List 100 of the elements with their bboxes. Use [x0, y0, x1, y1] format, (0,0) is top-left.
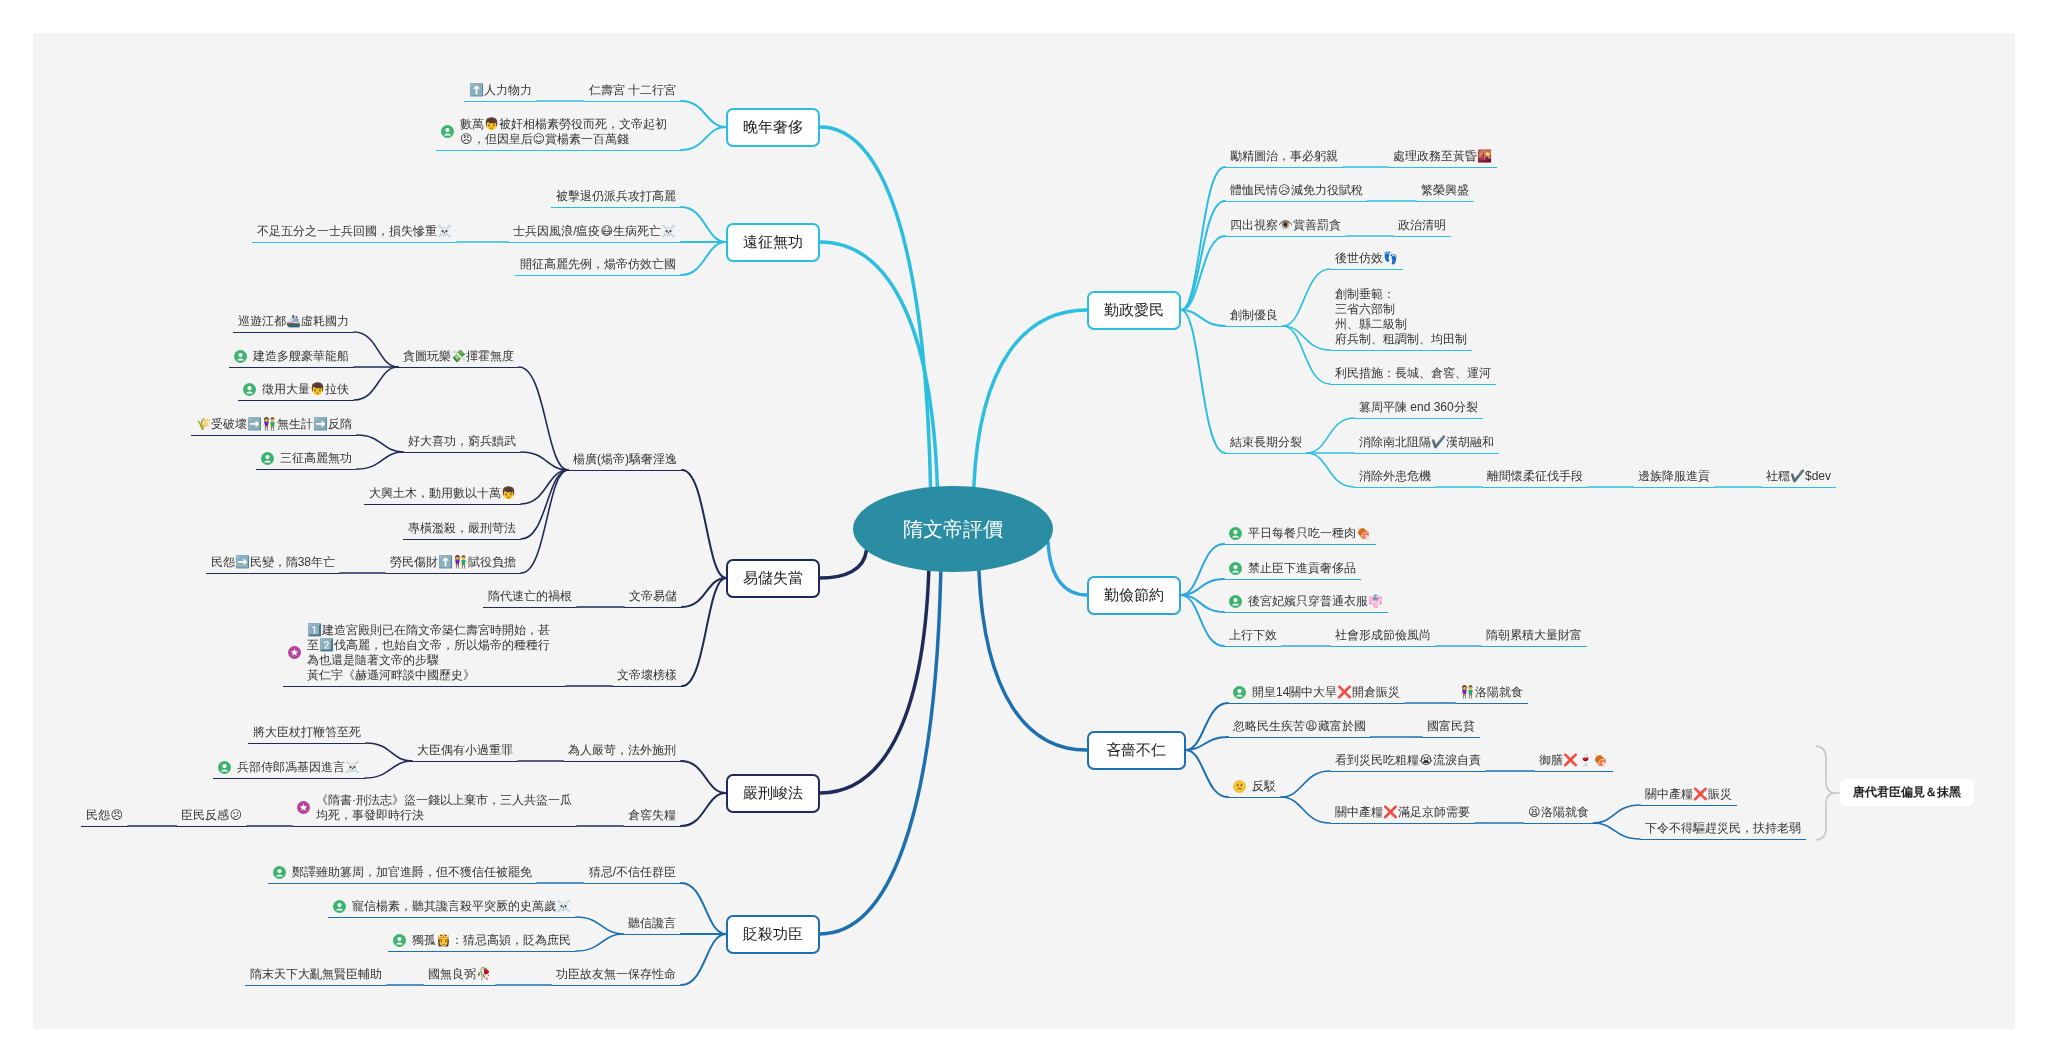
branch-topic — [1393, 217, 1451, 237]
branch-line — [1342, 166, 1389, 168]
topic-text: 消除南北阻隔✔漢胡融和 — [1359, 434, 1494, 450]
branch-topic — [229, 348, 354, 368]
branch-topic — [81, 807, 128, 827]
topic-text: 國無良弼🥀 — [428, 966, 491, 982]
branch-line — [536, 100, 585, 102]
topic-text: 🌾受破壞➡👫無生計➡反隋 — [196, 416, 352, 432]
branch-topic — [1224, 525, 1376, 545]
branch-topic — [1330, 365, 1496, 385]
branch-line — [1345, 235, 1394, 237]
branch-line — [339, 572, 386, 574]
topic-text: 創制垂範： — [1335, 286, 1396, 302]
branch-line — [680, 792, 727, 827]
branch-line — [1282, 325, 1331, 351]
branch-topic — [1330, 752, 1487, 772]
topic-text: 結束長期分裂 — [1230, 434, 1302, 450]
branch-topic — [583, 82, 681, 102]
branch-line — [818, 569, 943, 936]
topic-text: 1⃣建造宮殿則已在隋文帝築仁壽宮時開始，甚至2⃣伐高麗，也始自文帝，所以煬帝的種種行為也還是隨著文帝的步驟 — [307, 622, 551, 668]
branch-topic — [1330, 250, 1403, 270]
branch-line — [818, 240, 940, 489]
topic-text: 大興土木，動用數以十萬👦 — [369, 485, 516, 501]
topic-text: 後世仿效👣 — [1335, 250, 1398, 266]
branch-topic — [1330, 627, 1436, 647]
branch-topic — [233, 313, 354, 333]
branch-line — [1180, 594, 1225, 647]
branch-topic — [213, 759, 365, 779]
branch-topic — [1225, 307, 1283, 327]
topic-text: 民怨➡民變，隋38年亡 — [210, 554, 335, 570]
topic-text: 被擊退仍派兵攻打高麗 — [556, 188, 676, 204]
topic-text: 鄭譯雖助篡周，加官進爵，但不獲信任被罷免 — [292, 864, 532, 880]
branch-line — [818, 548, 869, 580]
branch-topic — [256, 450, 357, 470]
branch-topic — [551, 188, 681, 208]
topic-text: 三征高麗無功 — [280, 450, 352, 466]
branch-topic — [1523, 804, 1594, 824]
topic-text: 篡周平陳 end 360分裂 — [1359, 399, 1478, 415]
branch-topic — [1761, 468, 1837, 488]
branch-line — [1046, 540, 1089, 597]
branch-line — [1714, 486, 1762, 488]
topic-text: 禁止臣下進貢奢侈品 — [1248, 560, 1356, 576]
branch-topic — [1416, 182, 1474, 202]
topic-text: 勞民傷財⬆👫賦役負擔 — [390, 554, 516, 570]
topic-text: 離間懷柔征伐手段 — [1487, 468, 1583, 484]
branch-topic — [176, 807, 247, 827]
branch-line — [576, 606, 625, 608]
branch-topic — [403, 520, 521, 540]
topic-text: 社穩✔$dev — [1766, 468, 1832, 484]
topic-text: 消除外患危機 — [1359, 468, 1431, 484]
branch-topic — [568, 451, 682, 471]
topic-text: 功臣故友無一保存性命 — [556, 966, 676, 982]
branch-line — [1280, 796, 1331, 824]
topic-text: 兵部侍郎馮基因進言☠ — [237, 759, 360, 775]
branch-topic — [1640, 786, 1737, 806]
topic-text: 創制優良 — [1230, 307, 1278, 323]
branch-topic — [1225, 182, 1368, 202]
branch-topic — [205, 554, 340, 574]
branch-line — [972, 308, 1089, 489]
topic-text: 關中產糧❌滿足京師需要 — [1335, 804, 1470, 820]
branch-line — [575, 933, 624, 952]
branch-topic — [1633, 468, 1715, 488]
topic-text: 看到災民吃粗糧😭流淚自責 — [1335, 752, 1482, 768]
branch-line — [386, 984, 424, 986]
summary-box: 唐代君臣偏見＆抹黑 — [1840, 778, 1974, 806]
branch-topic — [252, 223, 457, 243]
branch-line — [680, 241, 727, 276]
topic-text: 猜忌/不信任群臣 — [588, 864, 676, 880]
branch-topic — [283, 622, 566, 687]
branch-topic — [1388, 148, 1497, 168]
branch-line — [1485, 770, 1535, 772]
branch-topic — [1534, 752, 1613, 772]
topic-text: 國富民貧 — [1427, 718, 1475, 734]
branch-line — [681, 577, 727, 687]
branch-line — [246, 825, 293, 827]
topic-text: 徵用大量👦拉伕 — [262, 381, 349, 397]
topic-text: 好大喜功，窮兵黷武 — [408, 433, 516, 449]
branch-topic — [388, 932, 576, 952]
branch-line — [1435, 486, 1483, 488]
topic-box: 嚴刑峻法 — [726, 773, 820, 813]
branch-topic — [1224, 560, 1361, 580]
branch-line — [1180, 309, 1226, 454]
branch-line — [495, 984, 552, 986]
branch-topic — [1455, 684, 1528, 704]
topic-text: 邊族降服進貢 — [1638, 468, 1710, 484]
branch-topic — [1330, 286, 1472, 351]
topic-box: 勤政愛民 — [1087, 290, 1181, 330]
topic-text: 州、縣二級制 — [1335, 316, 1408, 332]
branch-line — [681, 577, 727, 608]
branch-line — [1180, 235, 1226, 311]
branch-topic — [245, 966, 387, 986]
branch-line — [680, 933, 727, 986]
topic-text: 文帝壞榜樣 — [617, 667, 677, 683]
branch-line — [1180, 309, 1226, 327]
branch-line — [456, 241, 509, 243]
branch-topic — [1354, 434, 1499, 454]
branch-line — [1587, 486, 1634, 488]
branch-topic — [403, 433, 521, 453]
branch-topic — [508, 223, 681, 243]
topic-text: 開征高麗先例，煬帝仿效亡國 — [520, 256, 676, 272]
